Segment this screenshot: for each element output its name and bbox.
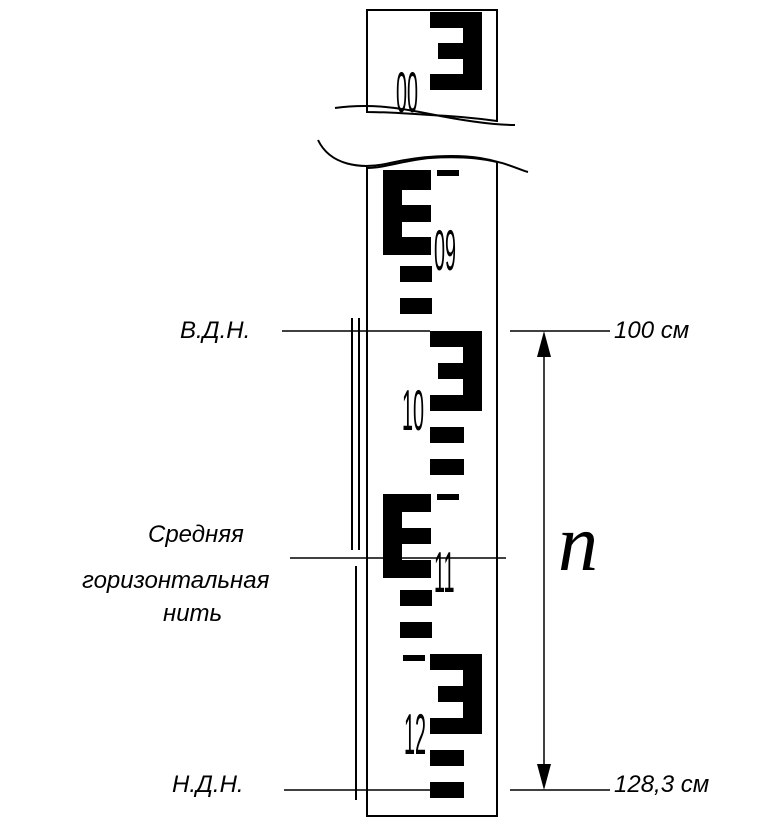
interval-symbol: n [558, 500, 598, 588]
staff-number-11: 11 [434, 541, 455, 605]
upper-thread-label: В.Д.Н. [180, 317, 250, 344]
middle-thread-label-line2: горизонтальная [82, 567, 270, 594]
staff-number-top: 00 [396, 61, 418, 125]
break-line-bottom [317, 139, 529, 173]
cm-ticks-09-10 [400, 266, 432, 314]
staff-top-segment [334, 9, 516, 126]
upper-reading-label: 100 см [614, 317, 689, 344]
reticle-vertical-lines [351, 318, 360, 800]
middle-thread-label-line1: Средняя [148, 521, 244, 548]
middle-thread-label-line3: нить [163, 600, 222, 627]
e-mark-09 [383, 170, 459, 255]
staff-number-09: 09 [434, 219, 456, 283]
lower-thread-label: Н.Д.Н. [172, 771, 244, 798]
arrow-head-bottom [537, 764, 551, 790]
staff-main-segment [317, 139, 529, 817]
arrow-head-top [537, 331, 551, 357]
staff-number-10: 10 [402, 379, 424, 443]
staff-number-12: 12 [404, 703, 426, 767]
e-mark-11 [383, 494, 459, 661]
thread-lines [282, 330, 610, 791]
e-mark-top [430, 12, 482, 90]
interval-arrow [537, 331, 551, 790]
e-mark-10 [430, 331, 482, 475]
break-line-top [334, 104, 516, 126]
lower-reading-label: 128,3 см [614, 771, 709, 798]
e-mark-12 [430, 654, 482, 798]
